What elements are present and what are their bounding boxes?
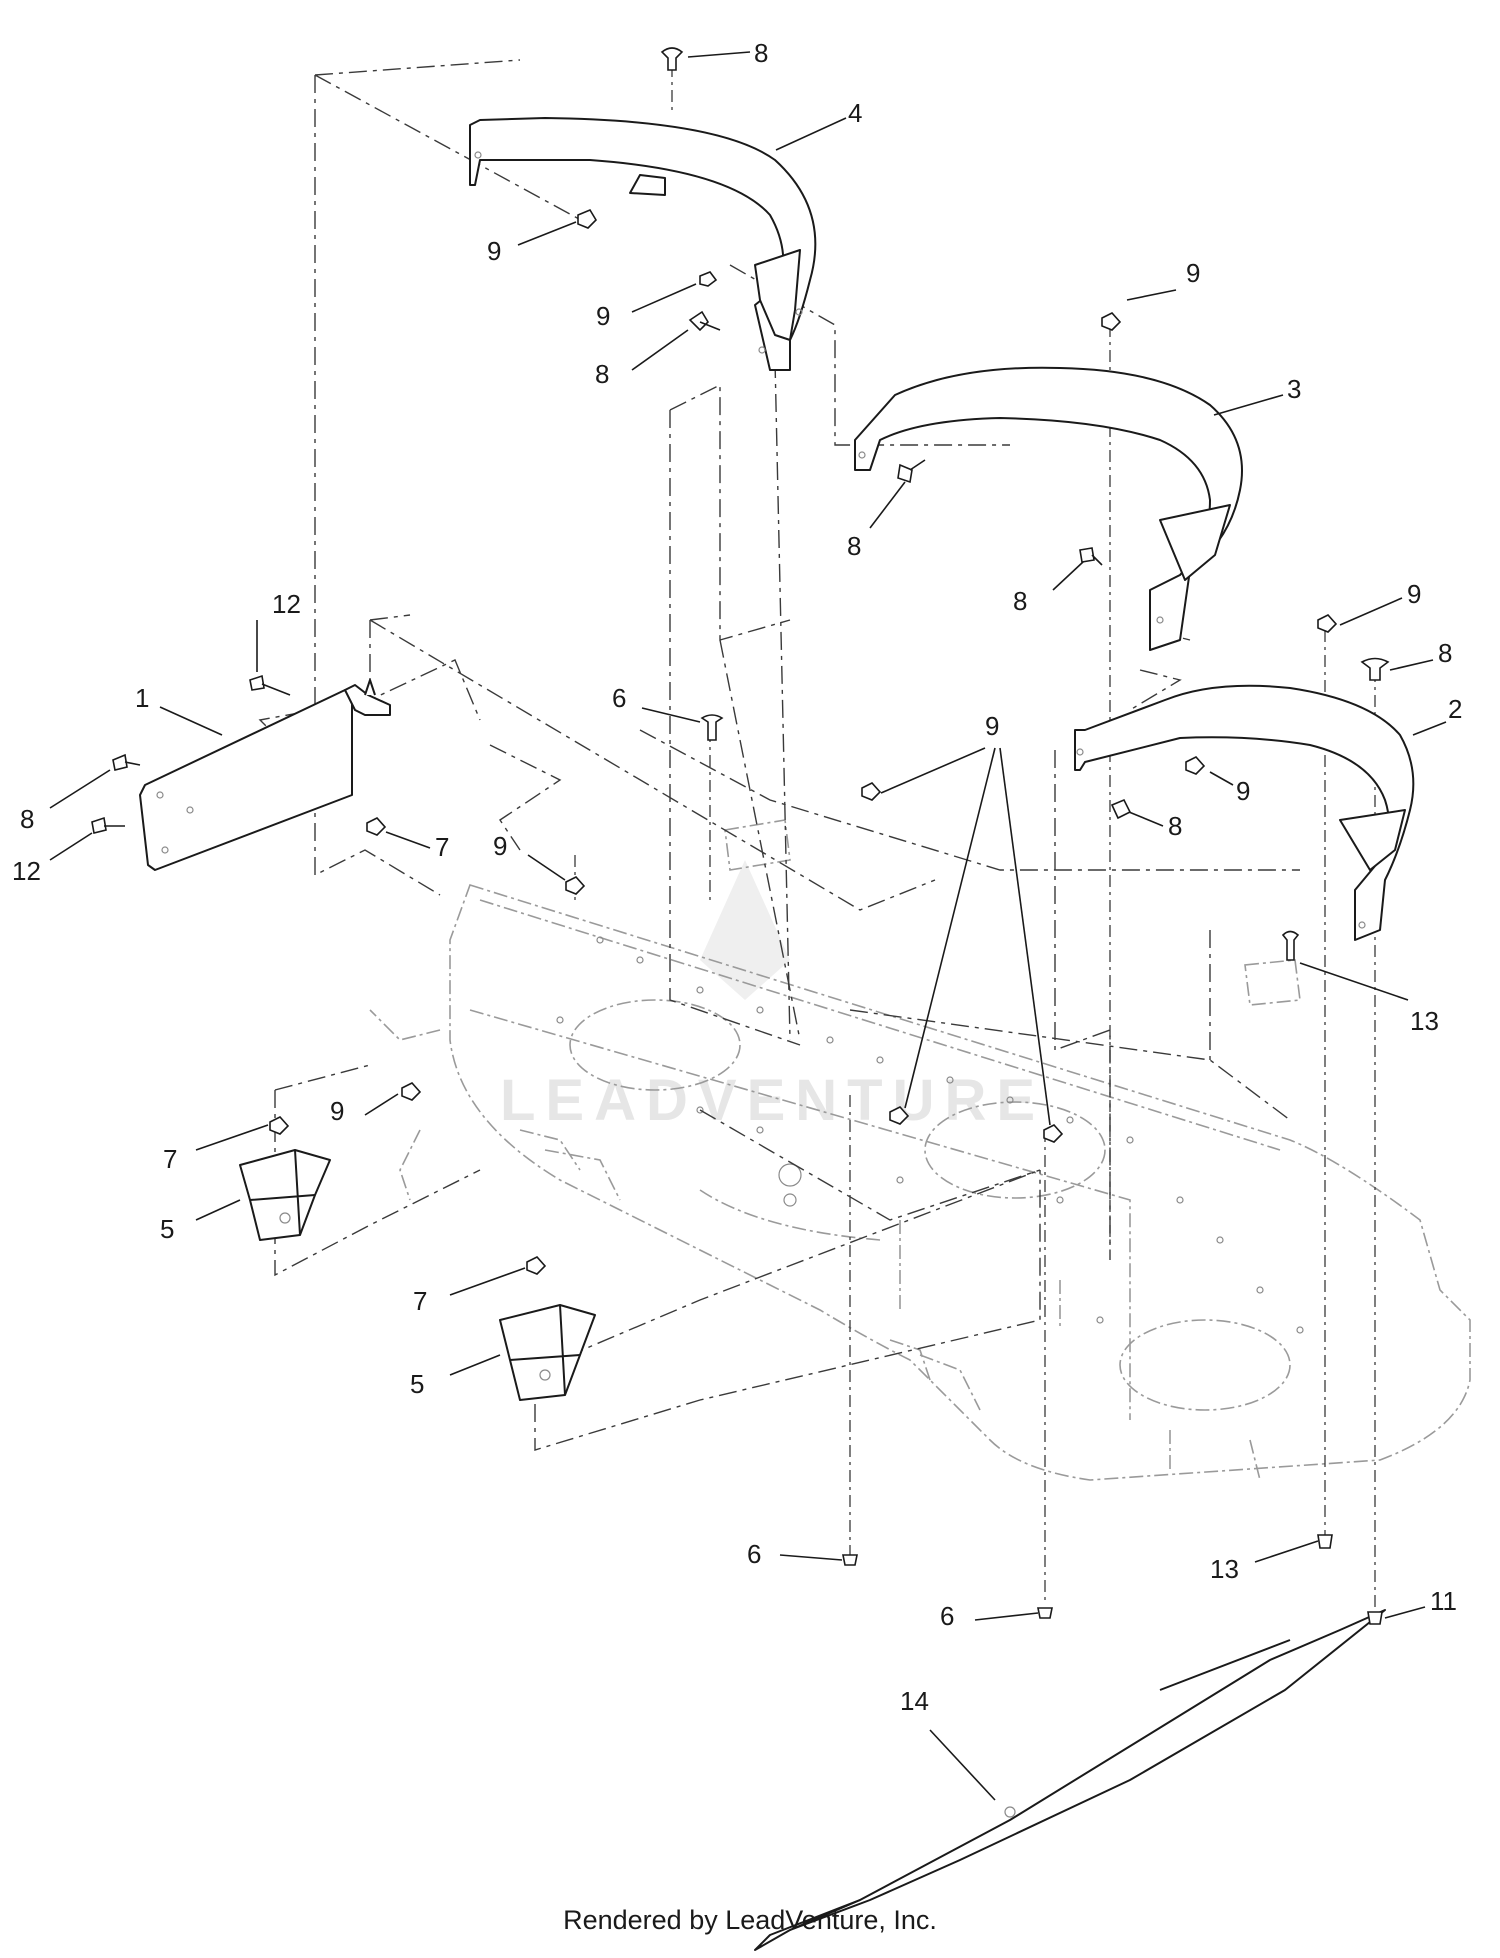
callout-8-top: 8 (754, 38, 768, 68)
watermark: LEADVENTURE (500, 860, 1045, 1133)
callout-1: 1 (135, 683, 149, 713)
bolt-8-d (1079, 547, 1103, 566)
hardware-axis-lines (574, 65, 1376, 1620)
nut-7-c (526, 1256, 547, 1275)
callout-8-f: 8 (20, 804, 34, 834)
callout-8-d: 8 (1013, 586, 1027, 616)
callout-5-a: 5 (160, 1214, 174, 1244)
callout-8-b: 8 (595, 359, 609, 389)
part-4-baffle-top (469, 117, 817, 371)
callout-8-g: 8 (1168, 811, 1182, 841)
nut-9-c (1101, 312, 1122, 331)
callout-8-c: 8 (847, 531, 861, 561)
bolt-8-e (1110, 798, 1132, 820)
part-2-baffle-right (1074, 684, 1415, 941)
callout-9-f: 9 (985, 711, 999, 741)
callout-9-c: 9 (1186, 258, 1200, 288)
nut-9-i (1043, 1124, 1064, 1143)
bolt-6-mid (842, 1554, 858, 1566)
nut-9-j (401, 1082, 422, 1101)
callout-11: 11 (1430, 1586, 1457, 1616)
bolt-11 (1367, 1611, 1383, 1625)
part-3-baffle-middle (854, 366, 1243, 651)
render-credit: Rendered by LeadVenture, Inc. (563, 1905, 937, 1935)
callout-12-a: 12 (272, 589, 301, 619)
part-5-bracket-lower (499, 1304, 596, 1401)
callout-9-g: 9 (1236, 776, 1250, 806)
callout-9-e: 9 (493, 831, 507, 861)
bolt-8-top (660, 47, 684, 71)
nut-7-b (269, 1116, 290, 1135)
callout-9-a: 9 (487, 236, 501, 266)
part-1-side-plate (139, 679, 391, 871)
callout-labels: 8 4 9 9 8 9 3 8 8 9 8 2 12 1 8 12 7 6 9 … (12, 38, 1462, 1716)
bolt-12-b (91, 816, 125, 834)
callout-13-a: 13 (1410, 1006, 1439, 1036)
bolt-8-f (1360, 657, 1390, 681)
callout-2: 2 (1448, 694, 1462, 724)
callout-5-b: 5 (410, 1369, 424, 1399)
nut-9-h (889, 1106, 910, 1125)
nut-9-e (1185, 756, 1206, 775)
nut-9-b (699, 271, 718, 287)
callout-6-b: 6 (747, 1539, 761, 1569)
callout-7-b: 7 (163, 1144, 177, 1174)
bolt-6-low (1037, 1607, 1053, 1619)
callout-8-e: 8 (1438, 638, 1452, 668)
callout-3: 3 (1287, 374, 1301, 404)
mower-deck-housing (369, 819, 1471, 1481)
bolt-13-a (1281, 930, 1300, 961)
nut-7-a (366, 817, 387, 836)
part-5-bracket-upper (239, 1149, 331, 1241)
callout-7-c: 7 (413, 1286, 427, 1316)
callout-7-a: 7 (435, 832, 449, 862)
bolt-8-g (112, 753, 141, 771)
part-14-blade (754, 1609, 1386, 1951)
callout-leaders (49, 51, 1447, 1801)
nut-9-a (577, 208, 598, 229)
deck-bolt-holes (556, 936, 1304, 1334)
bolt-6-top (700, 714, 724, 741)
callout-4: 4 (848, 98, 862, 128)
callout-9-b: 9 (596, 301, 610, 331)
assembly-phantom-lines (258, 59, 1300, 1451)
callout-14: 14 (900, 1686, 929, 1716)
callout-13-b: 13 (1210, 1554, 1239, 1584)
bolt-8-c (897, 459, 926, 484)
nut-9-g (565, 876, 586, 895)
bolt-8-b (688, 310, 721, 332)
nut-9-d (1317, 614, 1338, 633)
callout-6-c: 6 (940, 1601, 954, 1631)
callout-12-b: 12 (12, 856, 41, 886)
callout-9-h: 9 (330, 1096, 344, 1126)
nut-9-f (861, 782, 882, 801)
hardware-fasteners (91, 47, 1390, 1625)
bolt-12-a (249, 674, 291, 696)
callout-9-d: 9 (1407, 579, 1421, 609)
bolt-13-b (1317, 1534, 1333, 1549)
watermark-text: LEADVENTURE (500, 1068, 1045, 1133)
callout-6-a: 6 (612, 683, 626, 713)
